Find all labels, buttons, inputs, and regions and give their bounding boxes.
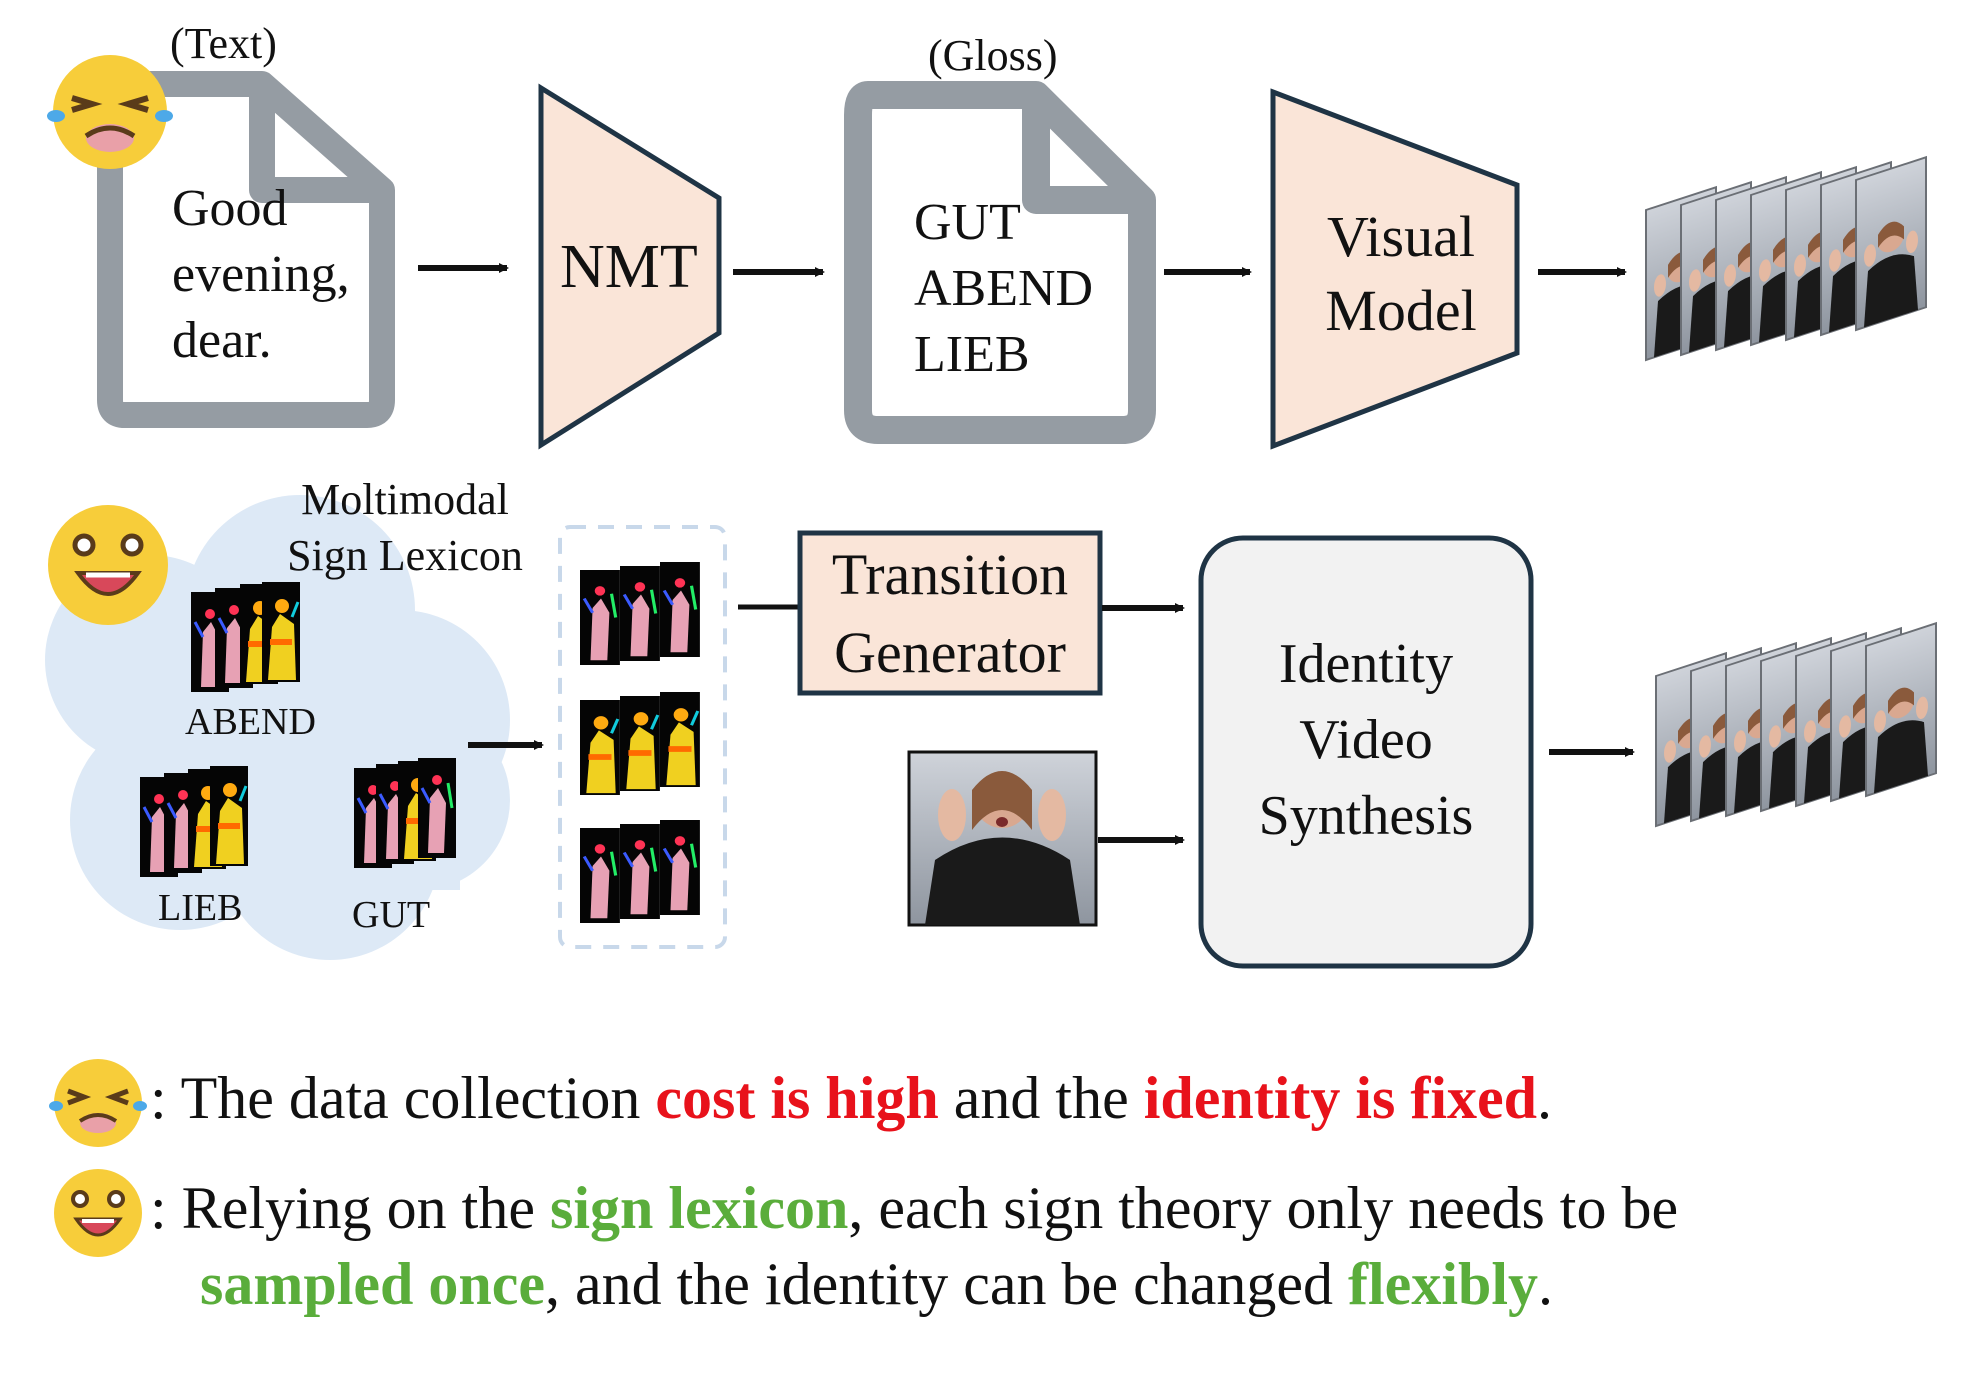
legend-text: , each sign theory only needs to be [848,1175,1679,1241]
legend-text: . [1538,1251,1554,1317]
gloss-document-icon [844,81,1156,444]
gloss-line: LIEB [914,326,1030,383]
legend-emphasis: sign lexicon [549,1175,849,1241]
synthesis-line: Identity [1278,633,1454,695]
lexicon-entry-lieb: LIEB [158,887,243,929]
lexicon-entry-gut: GUT [352,894,431,936]
legend-text: . [1537,1065,1553,1131]
transition-line: Generator [834,620,1066,685]
synthesis-line: Synthesis [1258,785,1474,847]
source-text-line: dear. [172,312,272,369]
gloss-text: GUT ABEND LIEB [914,190,1093,388]
transition-generator-block [797,530,1103,696]
gloss-line: GUT [914,194,1021,251]
lexicon-clip-gut [352,756,458,870]
text-tag: (Text) [170,19,277,68]
legend-text: and the [938,1065,1144,1131]
visual-model-line: Visual [1327,204,1475,269]
visual-model-label: Visual Model [1296,200,1506,348]
sampled-sequence-box [558,525,727,949]
lexicon-entry-abend: ABEND [185,701,316,743]
nmt-label: NMT [560,233,698,301]
video-frames-icon [1644,156,1928,362]
legend-emphasis: identity is fixed [1143,1065,1538,1131]
gloss-tag: (Gloss) [928,31,1058,80]
identity-video-synthesis-label: Identity Video Synthesis [1201,626,1531,854]
lexicon-title: Moltimodal Sign Lexicon [270,472,540,584]
legend-text: : The data collection [150,1065,656,1131]
text-document-icon [97,71,395,428]
visual-model-line: Model [1325,278,1477,343]
sampled-clip-1 [578,560,702,667]
crying-emoji-icon [47,55,173,169]
transition-generator-label: Transition Generator [800,536,1100,692]
source-text-line: evening, [172,246,350,303]
legend-emphasis: flexibly [1348,1251,1539,1317]
legend-emphasis: cost is high [655,1065,939,1131]
legend-text: : Relying on the [150,1175,550,1241]
identity-video-synthesis-block [1198,535,1534,969]
legend-text: , and the identity can be changed [545,1251,1349,1317]
legend-happy-line1: : Relying on the sign lexicon, each sign… [150,1174,1678,1243]
smiling-emoji-icon [54,1169,142,1257]
sampled-clip-3 [578,818,702,925]
lexicon-clip-lieb [138,766,248,879]
legend-emphasis: sampled once [200,1251,545,1317]
crying-emoji-icon [49,1059,147,1147]
signer-photo-icon [907,750,1098,927]
lexicon-title-line: Sign Lexicon [287,531,523,580]
smiling-emoji-icon [48,505,168,625]
legend-sad: : The data collection cost is high and t… [150,1064,1552,1133]
lexicon-clip-abend [189,582,300,694]
nmt-block [538,83,722,450]
video-frames-icon [1654,622,1938,828]
legend-happy-line2: sampled once, and the identity can be ch… [200,1250,1553,1319]
source-text: Good evening, dear. [172,176,350,374]
visual-model-block [1270,88,1520,450]
synthesis-line: Video [1299,709,1433,771]
transition-line: Transition [831,542,1069,607]
gloss-line: ABEND [914,260,1094,317]
lexicon-title-line: Moltimodal [301,475,509,524]
source-text-line: Good [172,180,288,237]
sampled-clip-2 [580,692,700,795]
